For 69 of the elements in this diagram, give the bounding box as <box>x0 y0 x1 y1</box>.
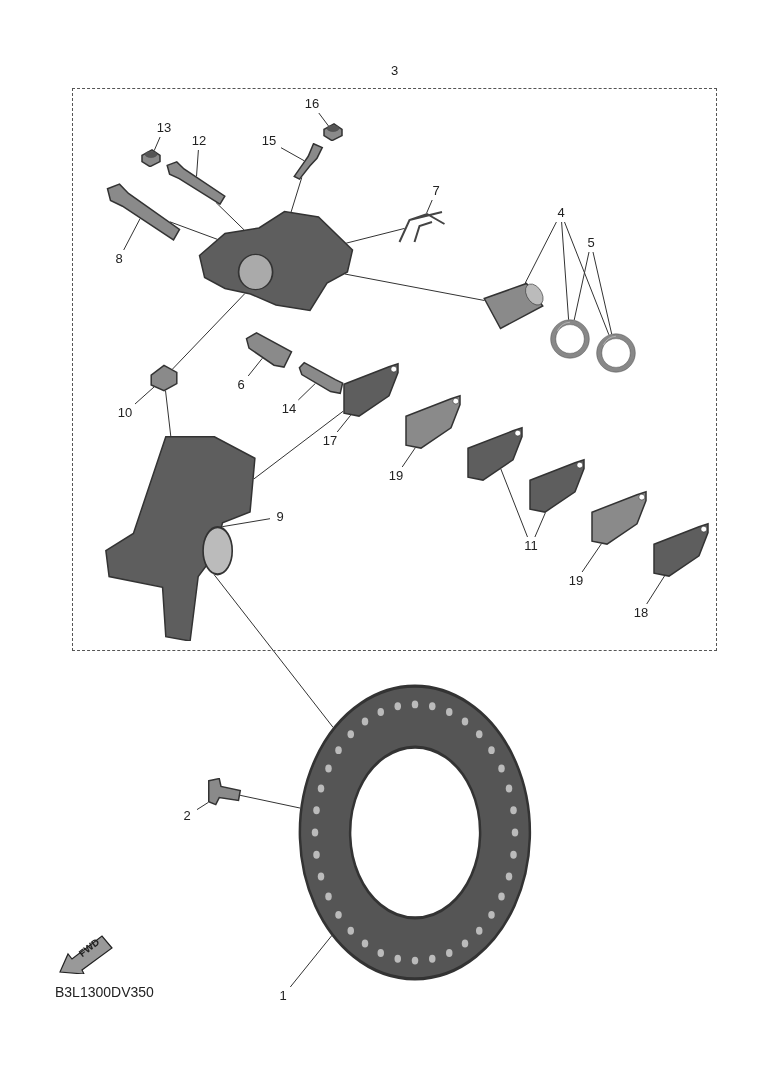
leader-line <box>196 801 209 811</box>
bolt-drawing <box>297 361 345 395</box>
leader-line <box>196 149 199 177</box>
leader-line <box>247 357 263 377</box>
leader-line <box>573 251 590 321</box>
assembly-line <box>290 176 303 213</box>
seal-ring-drawing <box>595 333 637 373</box>
collar-drawing <box>148 364 180 392</box>
piston-drawing <box>481 281 546 331</box>
leader-line <box>646 575 665 605</box>
cap-drawing <box>141 149 161 167</box>
leader-line <box>289 934 333 988</box>
assembly-line <box>345 227 406 244</box>
assembly-line <box>239 794 301 809</box>
callout-number: 5 <box>582 235 600 251</box>
leader-line <box>401 447 416 468</box>
leader-line <box>336 414 352 433</box>
cap-drawing <box>323 123 343 141</box>
sleeve-drawing <box>244 331 294 369</box>
leader-line <box>221 518 271 528</box>
leader-line <box>153 136 161 152</box>
drawing-code: B3L1300DV350 <box>55 984 154 1000</box>
brake-pad-drawing <box>527 457 587 515</box>
callout-number: 10 <box>114 405 136 421</box>
bolt-drawing <box>207 778 242 806</box>
callout-number: 1 <box>274 988 292 1004</box>
pad-shim-drawing <box>403 393 463 451</box>
callout-number: 6 <box>232 377 250 393</box>
callout-number: 16 <box>301 96 323 112</box>
callout-number: 11 <box>520 538 542 554</box>
leader-line <box>564 221 610 336</box>
assembly-line <box>253 410 344 480</box>
callout-number: 13 <box>153 120 175 136</box>
leader-line <box>134 386 155 405</box>
assembly-line <box>171 293 246 370</box>
callout-number: 14 <box>278 401 300 417</box>
callout-number: 15 <box>258 133 280 149</box>
brake-pad-drawing <box>651 521 711 579</box>
seal-ring-drawing <box>549 319 591 359</box>
callout-number: 8 <box>110 251 128 267</box>
callout-number: 17 <box>319 433 341 449</box>
leader-line <box>318 112 329 127</box>
leader-line <box>561 221 570 321</box>
leader-line <box>123 218 141 251</box>
callout-number: 12 <box>188 133 210 149</box>
leader-line <box>592 251 613 335</box>
leader-line <box>534 512 546 538</box>
pin-bolt-drawing <box>166 161 226 205</box>
callout-number: 7 <box>427 183 445 199</box>
callout-number: 18 <box>630 605 652 621</box>
leader-line <box>426 199 433 214</box>
assembly-line <box>213 574 334 728</box>
callout-number: 9 <box>271 509 289 525</box>
callout-number: 19 <box>565 573 587 589</box>
pin-bolt-drawing <box>106 183 181 241</box>
leader-line <box>500 468 528 538</box>
callout-number: 3 <box>390 63 399 79</box>
callout-number: 19 <box>385 468 407 484</box>
pad-shim-drawing <box>589 489 649 547</box>
leader-line <box>581 543 602 573</box>
assembly-line <box>165 390 172 437</box>
brake-pad-drawing <box>465 425 525 483</box>
assembly-line <box>344 273 485 301</box>
callout-number: 2 <box>178 808 196 824</box>
leader-line <box>297 382 316 401</box>
brake-pad-drawing <box>341 361 401 419</box>
callout-number: 4 <box>552 205 570 221</box>
leader-line <box>524 221 557 284</box>
leader-line <box>280 147 305 162</box>
